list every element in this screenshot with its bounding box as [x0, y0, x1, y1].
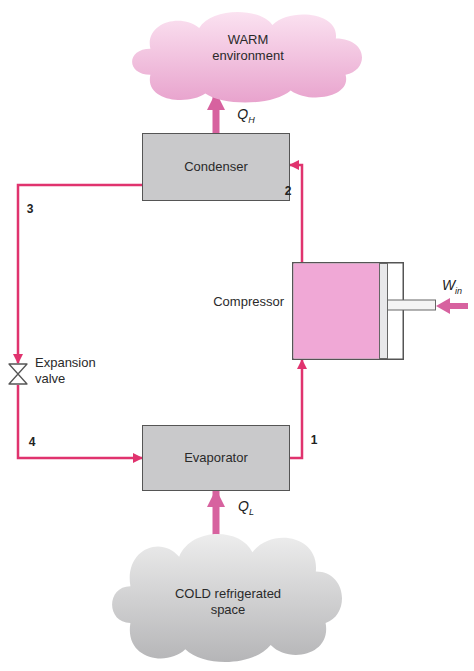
cloud-outline	[112, 534, 342, 662]
refrigerant-line	[18, 185, 142, 363]
work-arrow	[448, 303, 468, 309]
node-label: Expansion valve	[35, 355, 109, 387]
valve-bowtie	[9, 364, 27, 384]
piston	[380, 264, 388, 359]
heat-label: QL	[238, 498, 254, 520]
state-number: 2	[285, 184, 292, 198]
condenser-box: Condenser	[142, 133, 290, 201]
compressor-drawing	[292, 262, 404, 360]
cylinder-wall	[293, 263, 404, 360]
warm-cloud: WARM environment	[126, 2, 370, 106]
cloud-outline	[132, 12, 362, 103]
valve-symbol	[7, 363, 29, 385]
state-number: 1	[311, 433, 318, 447]
work-arrowhead	[436, 298, 450, 314]
state-number: 3	[27, 202, 34, 216]
compressor-cylinder: Compressor	[292, 262, 404, 360]
heat-flow-arrow	[213, 491, 220, 536]
expansion-valve: Expansion valve	[7, 363, 29, 385]
piston-rod	[388, 300, 436, 310]
work-label: Win	[442, 277, 462, 299]
node-label: WARM environment	[198, 32, 298, 64]
cold-cloud: COLD refrigerated space	[106, 520, 350, 667]
node-label: COLD refrigerated space	[173, 586, 283, 618]
node-label: Compressor	[213, 294, 284, 310]
refrigerant-line	[18, 385, 142, 458]
refrigerant-line	[290, 165, 302, 262]
node-label: Condenser	[184, 159, 248, 175]
evaporator-box: Evaporator	[142, 425, 290, 491]
heat-flow-arrow	[213, 94, 220, 133]
refrigerant-line	[290, 360, 302, 458]
state-number: 4	[29, 435, 36, 449]
cylinder-gas	[294, 264, 380, 359]
node-label: Evaporator	[184, 450, 248, 466]
heat-label: QH	[237, 106, 254, 128]
